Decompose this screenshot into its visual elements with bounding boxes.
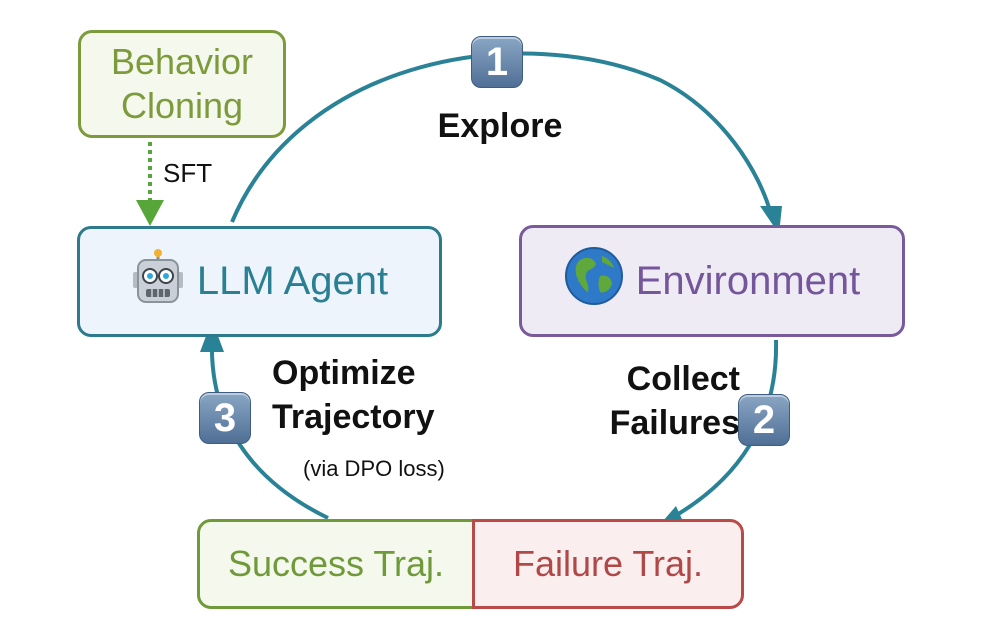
failure-trajectory-box: Failure Traj. — [472, 519, 744, 609]
collect-label-line1: Collect — [626, 360, 740, 398]
sft-label: SFT — [163, 158, 213, 188]
explore-arrow — [230, 51, 774, 223]
dpo-loss-note: (via DPO loss) — [303, 456, 445, 481]
optimize-label-line1: Optimize — [272, 354, 416, 392]
success-trajectory-label: Success Traj. — [227, 543, 445, 584]
optimize-label-line2: Trajectory — [272, 398, 435, 436]
llm-agent-box: LLM Agent — [77, 226, 442, 337]
step-1-badge: 1 — [471, 36, 523, 88]
behavior-cloning-label-line2: Cloning — [120, 85, 244, 126]
step-3-badge: 3 — [199, 392, 251, 444]
collect-failures-label: Collect Failures — [560, 357, 740, 445]
step-2-badge: 2 — [738, 394, 790, 446]
globe-icon — [564, 246, 624, 316]
environment-label: Environment — [635, 258, 861, 303]
robot-icon — [131, 248, 185, 316]
explore-label: Explore — [437, 107, 563, 145]
behavior-cloning-label-line1: Behavior — [110, 41, 254, 82]
collect-label-line2: Failures — [609, 404, 740, 442]
failure-trajectory-label: Failure Traj. — [512, 543, 704, 584]
success-trajectory-box: Success Traj. — [197, 519, 475, 609]
optimize-arrow — [209, 341, 329, 520]
optimize-trajectory-label: Optimize Trajectory — [272, 351, 435, 439]
llm-agent-label: LLM Agent — [196, 259, 389, 303]
sft-arrowhead — [136, 200, 164, 226]
behavior-cloning-box: Behavior Cloning — [78, 30, 286, 138]
environment-box: Environment — [519, 225, 905, 337]
